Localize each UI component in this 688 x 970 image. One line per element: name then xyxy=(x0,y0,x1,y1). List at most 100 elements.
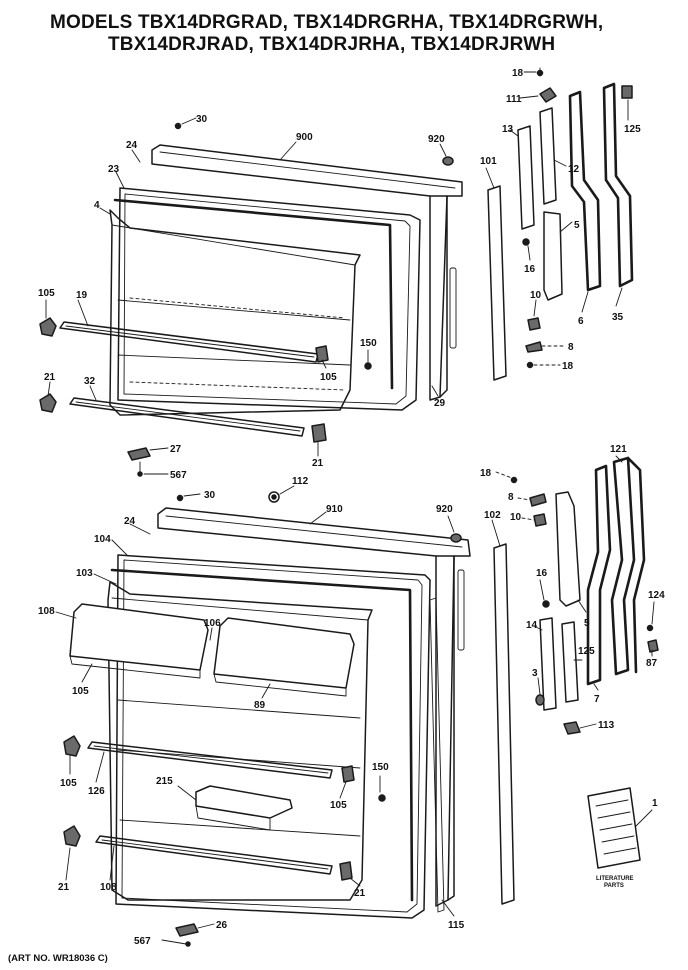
label-4: 4 xyxy=(94,200,100,211)
leader-21-upper-left xyxy=(47,381,51,397)
leader-8-lower xyxy=(517,497,531,501)
lower-hinge-bracket-125 xyxy=(561,621,579,703)
leader-108-upper-left xyxy=(55,611,77,619)
label-105-upper-left: 105 xyxy=(38,288,55,299)
label-111: 111 xyxy=(506,94,522,105)
leader-215 xyxy=(177,785,197,801)
title-line-2: TBX14DRJRAD, TBX14DRJRHA, TBX14DRJRWH xyxy=(108,34,556,55)
leader-126 xyxy=(95,751,105,783)
leader-920-lower xyxy=(447,515,455,533)
literature-label-line-1: LITERATURE xyxy=(596,876,634,882)
label-150-upper: 150 xyxy=(360,338,377,349)
label-18-lower: 18 xyxy=(480,468,492,479)
label-87: 87 xyxy=(646,658,658,669)
upper-handle-6 xyxy=(568,90,602,292)
leader-567-lower xyxy=(161,939,187,945)
label-18-upper-lower: 18 xyxy=(562,361,574,372)
fresh-food-outer-door-panel xyxy=(157,507,471,907)
freezer-outer-door-panel xyxy=(151,144,463,401)
fresh-food-shelf-bar-126-line xyxy=(93,745,329,774)
upper-hinge-hardware xyxy=(517,67,634,369)
dairy-compartment-cover-left xyxy=(69,603,209,671)
freezer-screw-30 xyxy=(174,122,182,130)
label-920-lower: 920 xyxy=(436,504,453,515)
leader-105-lower-left xyxy=(81,663,93,683)
label-920-upper: 920 xyxy=(428,134,445,145)
freezer-bracket-27 xyxy=(127,447,151,461)
freezer-liner-ribs-bottom xyxy=(129,381,346,391)
fresh-food-clip-left-lower xyxy=(63,825,81,847)
freezer-gasket-frame-outer xyxy=(117,187,421,411)
label-18-upper: 18 xyxy=(512,68,524,79)
fresh-food-gasket-frame-outer xyxy=(115,554,431,919)
leader-30-lower xyxy=(183,493,201,497)
label-150-lower: 150 xyxy=(372,762,389,773)
dairy-compartment-cover-right xyxy=(213,617,355,689)
freezer-shelf-bar-32-line xyxy=(75,401,301,432)
leader-89 xyxy=(261,683,271,699)
label-23: 23 xyxy=(108,164,120,175)
page-title: MODELS TBX14DRGRAD, TBX14DRGRHA, TBX14DR… xyxy=(50,12,680,56)
fresh-food-shelf-bar-108 xyxy=(95,835,333,875)
freezer-door-strip-101 xyxy=(487,185,507,381)
label-215: 215 xyxy=(156,776,173,787)
label-125-lower: 125 xyxy=(578,646,595,657)
freezer-shelf-bar-32 xyxy=(69,397,305,437)
leader-35 xyxy=(615,287,623,307)
fresh-food-plug-920 xyxy=(450,533,462,543)
label-27: 27 xyxy=(170,444,182,455)
grommet-112 xyxy=(268,491,280,503)
label-105-upper-right: 105 xyxy=(320,372,337,383)
freezer-shelf-clip-left-lower xyxy=(39,393,57,413)
fresh-food-screw-150 xyxy=(378,794,386,802)
upper-stop-10 xyxy=(527,317,541,331)
label-89: 89 xyxy=(254,700,266,711)
upper-screw-16 xyxy=(522,238,530,246)
fresh-food-trim-115 xyxy=(429,597,445,913)
label-112: 112 xyxy=(292,476,309,487)
leader-103 xyxy=(93,573,117,585)
leader-112 xyxy=(279,485,295,495)
leader-105-upper-right xyxy=(321,359,327,369)
leader-27 xyxy=(149,447,169,451)
fresh-food-gasket-frame-inner xyxy=(121,559,423,913)
fresh-food-bracket-26 xyxy=(175,923,199,937)
literature-label-line-2: PARTS xyxy=(604,883,624,889)
leader-121 xyxy=(615,455,623,463)
label-24-lower: 24 xyxy=(124,516,136,527)
fresh-food-screw-567 xyxy=(185,941,191,947)
fresh-food-handle-slot xyxy=(457,569,465,651)
freezer-shelf-bar-19 xyxy=(59,321,319,363)
label-14: 14 xyxy=(526,620,538,631)
freezer-shelf-bar-19-line xyxy=(65,325,315,358)
label-567-upper: 567 xyxy=(170,470,187,481)
lower-clip-8 xyxy=(529,493,547,507)
upper-hinge-bracket-12 xyxy=(539,107,557,205)
lower-screw-16 xyxy=(542,600,550,608)
leader-21-lower-right xyxy=(349,877,361,887)
label-21-upper-right: 21 xyxy=(312,458,324,469)
label-8-lower: 8 xyxy=(508,492,514,503)
dairy-compartment-cover-left-shade xyxy=(69,655,201,679)
leader-113 xyxy=(579,723,597,729)
lower-handle-trim-14 xyxy=(539,617,557,711)
label-108-upper-left: 108 xyxy=(38,606,55,617)
leader-16-lower xyxy=(539,579,545,601)
upper-clip-8 xyxy=(525,341,543,353)
freezer-shelf-clip-right-upper xyxy=(315,345,329,363)
fresh-food-liner-shelf-3 xyxy=(119,819,361,837)
upper-handle-35 xyxy=(602,82,634,288)
label-12: 12 xyxy=(568,164,580,175)
leader-4 xyxy=(99,207,111,215)
label-7: 7 xyxy=(594,694,600,705)
fresh-food-outer-door-top-flange xyxy=(165,515,463,548)
label-1: 1 xyxy=(652,798,658,809)
label-102: 102 xyxy=(484,510,501,521)
lower-hinge-bracket-5 xyxy=(555,491,581,607)
egg-tray-215 xyxy=(195,785,293,819)
label-21-lower-right: 21 xyxy=(354,888,366,899)
label-35: 35 xyxy=(612,312,624,323)
lower-screw-18 xyxy=(510,476,518,484)
label-900: 900 xyxy=(296,132,313,143)
